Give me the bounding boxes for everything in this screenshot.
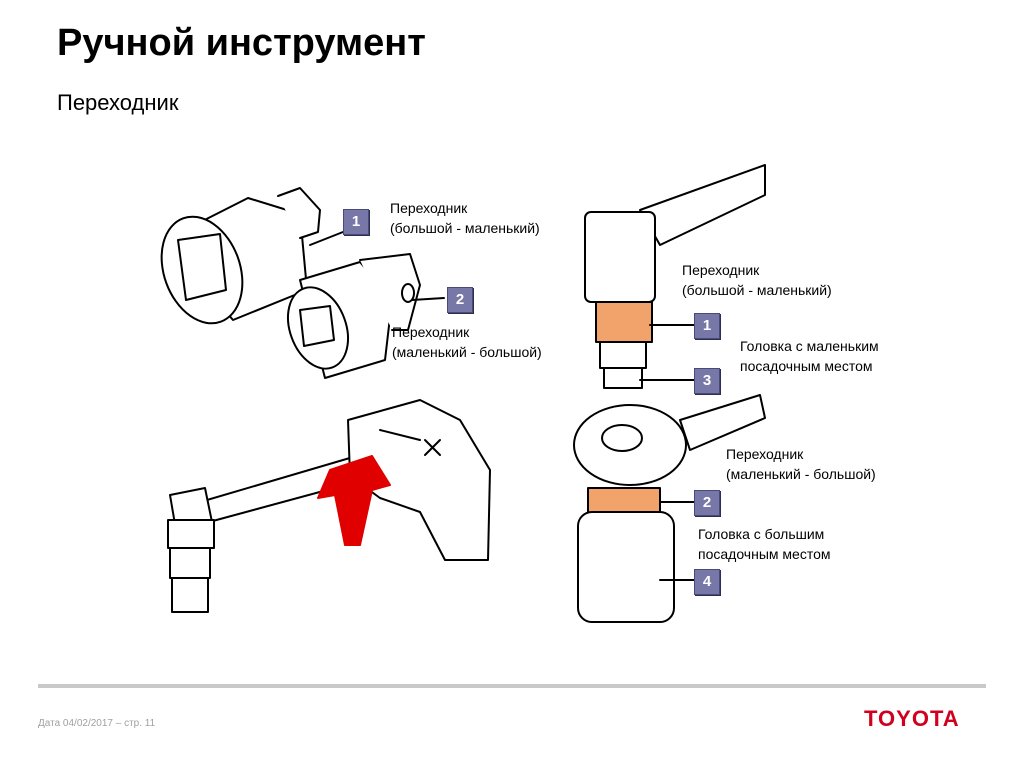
rotation-arrow — [317, 455, 391, 546]
adapter-big-to-small-illustration — [160, 187, 344, 325]
badge-1: 1 — [343, 209, 369, 235]
badge-2: 2 — [447, 287, 473, 313]
footer-divider — [38, 684, 986, 688]
adapter-small-to-big-illustration — [287, 253, 445, 379]
caption-adapter-small-big-2: Переходник (маленький - большой) — [726, 446, 876, 482]
badge-4: 4 — [694, 569, 720, 595]
badge-2: 2 — [694, 490, 720, 516]
page-subtitle: Переходник — [57, 90, 179, 115]
badge-1: 1 — [694, 313, 720, 339]
caption-big-socket: Головка с большим посадочным местом — [698, 526, 831, 562]
page-title: Ручной инструмент — [57, 22, 426, 64]
caption-small-socket: Головка с маленьким посадочным местом — [740, 338, 879, 374]
ratchet-stack-illustration — [584, 164, 766, 389]
caption-adapter-big-small: Переходник (большой - маленький) — [390, 200, 540, 236]
hand-wrench-illustration — [167, 399, 491, 613]
toyota-logo: TOYOTA — [864, 706, 960, 731]
ratchet-big-socket-illustration — [573, 394, 766, 623]
badge-3: 3 — [694, 368, 720, 394]
caption-adapter-big-small-2: Переходник (большой - маленький) — [682, 262, 832, 298]
caption-adapter-small-big: Переходник (маленький - большой) — [392, 324, 542, 360]
footer-date-page: Дата 04/02/2017 – стр. 11 — [38, 718, 156, 729]
